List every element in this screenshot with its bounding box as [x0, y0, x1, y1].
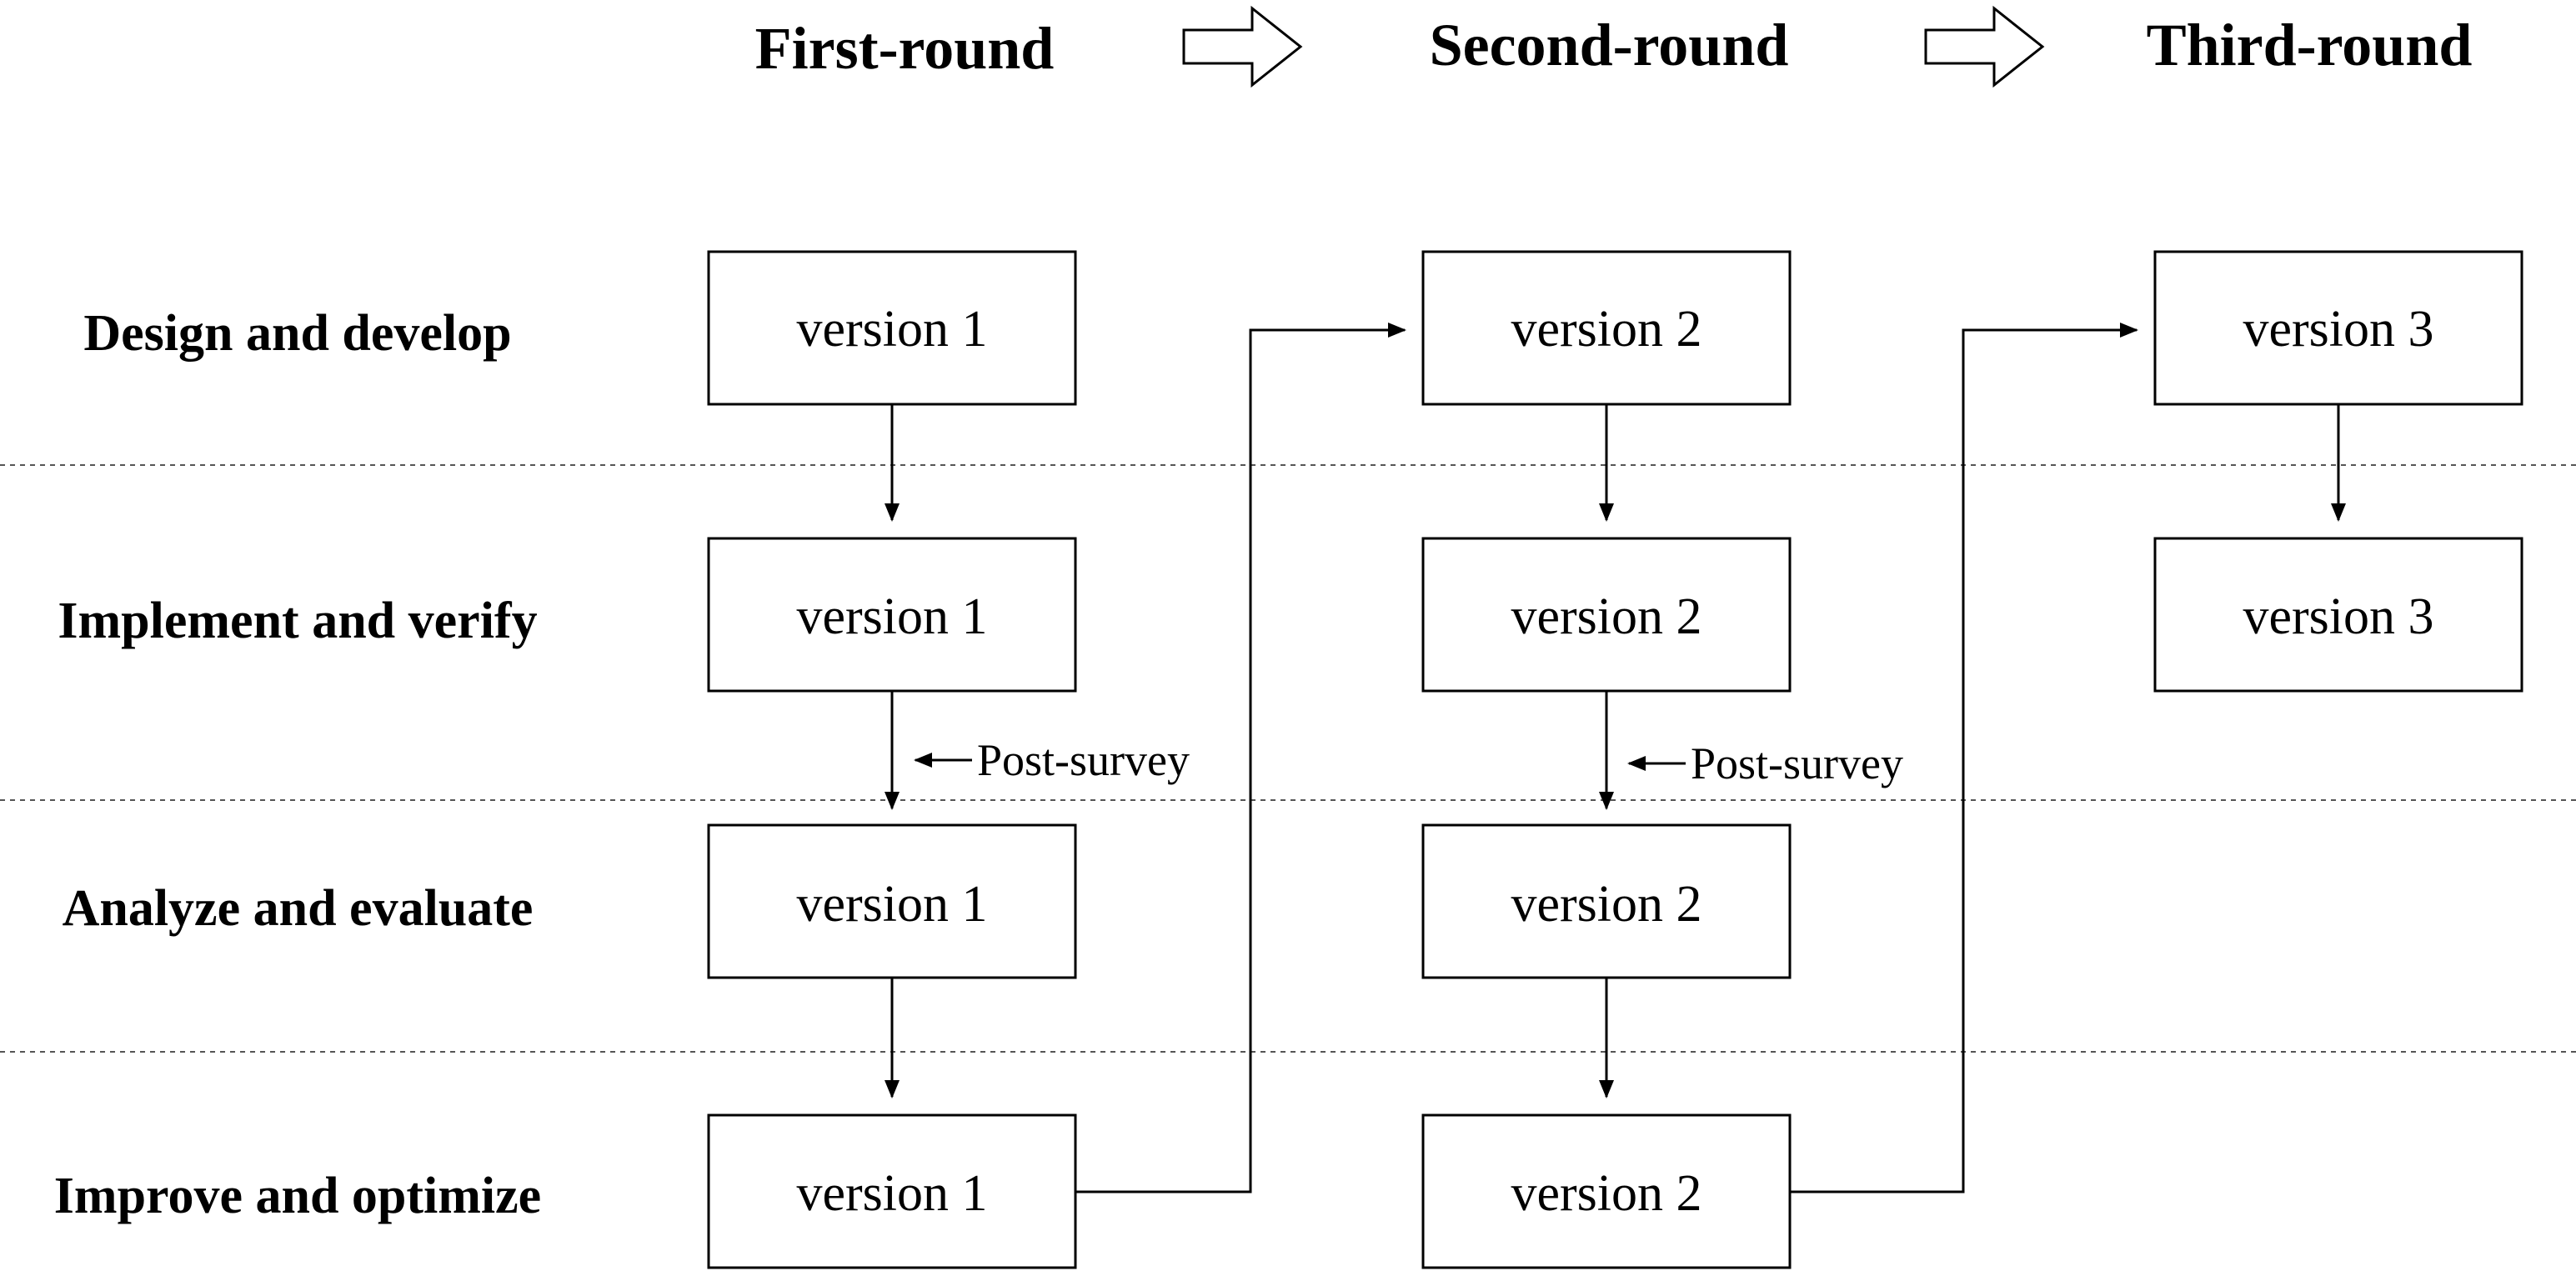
- svg-text:version 2: version 2: [1511, 1165, 1701, 1222]
- phase-label-analyze: Analyze and evaluate: [63, 880, 534, 937]
- phase-label-improve: Improve and optimize: [54, 1168, 541, 1224]
- phase-label-implement: Implement and verify: [58, 593, 537, 649]
- post-survey-label: Post-survey: [1691, 738, 1903, 788]
- round-transition-arrow: [1075, 323, 1406, 1193]
- svg-text:version 1: version 1: [796, 301, 987, 358]
- version-box-r2-design: version 2: [1421, 250, 1792, 406]
- version-box-r1-implement: version 1: [707, 537, 1077, 693]
- round-header-second: Second-round: [1430, 12, 1789, 78]
- version-box-r1-analyze: version 1: [707, 823, 1077, 979]
- svg-text:version 3: version 3: [2243, 301, 2433, 358]
- svg-text:version 1: version 1: [796, 876, 987, 933]
- round-transition-arrow: [1790, 323, 2138, 1193]
- version-box-r1-improve: version 1: [707, 1113, 1077, 1269]
- block-arrow-right-icon: [1924, 5, 2045, 88]
- phase-label-design: Design and develop: [83, 305, 511, 362]
- round-header-third: Third-round: [2147, 12, 2473, 78]
- version-box-r2-implement: version 2: [1421, 537, 1792, 693]
- round-header-first: First-round: [755, 15, 1055, 82]
- svg-text:version 2: version 2: [1511, 588, 1701, 645]
- svg-text:version 1: version 1: [796, 588, 987, 645]
- version-box-r2-improve: version 2: [1421, 1113, 1792, 1269]
- svg-text:version 2: version 2: [1511, 876, 1701, 933]
- version-box-r3-design: version 3: [2153, 250, 2523, 406]
- svg-text:version 2: version 2: [1511, 301, 1701, 358]
- version-box-r3-implement: version 3: [2153, 537, 2523, 693]
- svg-text:version 1: version 1: [796, 1165, 987, 1222]
- version-box-r1-design: version 1: [707, 250, 1077, 406]
- post-survey-label: Post-survey: [977, 735, 1190, 785]
- svg-text:version 3: version 3: [2243, 588, 2433, 645]
- version-box-r2-analyze: version 2: [1421, 823, 1792, 979]
- block-arrow-right-icon: [1182, 5, 1303, 88]
